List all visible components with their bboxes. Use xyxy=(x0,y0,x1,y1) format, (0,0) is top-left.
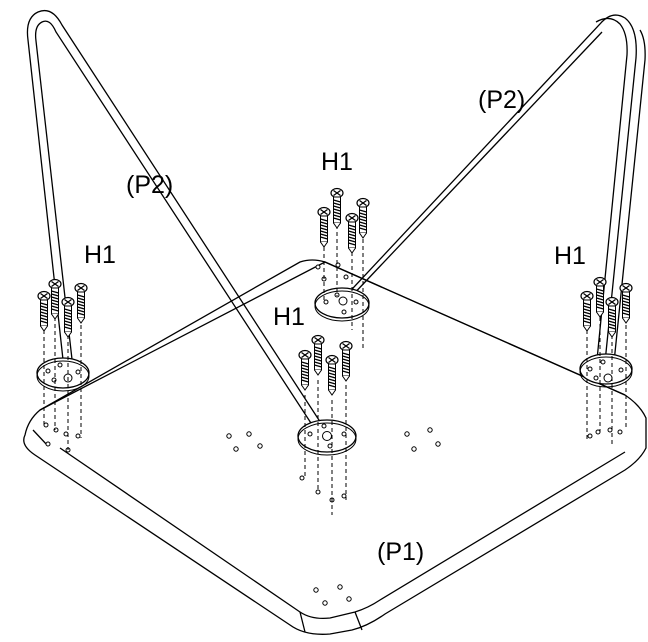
screws-left xyxy=(37,278,88,338)
label-leg-right-p2: (P2) xyxy=(478,86,526,114)
label-tabletop-p1: (P1) xyxy=(377,538,425,566)
leg-right xyxy=(339,14,646,373)
mounting-plate-back xyxy=(314,287,370,322)
mounting-plate-left xyxy=(36,357,90,392)
mounting-plate-center xyxy=(297,419,357,456)
screws-back xyxy=(317,187,370,254)
label-leg-left-p2: (P2) xyxy=(126,171,174,199)
label-hardware-left-h1: H1 xyxy=(84,241,116,269)
label-hardware-center-h1: H1 xyxy=(273,303,305,331)
label-hardware-right-h1: H1 xyxy=(554,242,586,270)
tabletop-holes xyxy=(43,262,623,606)
leg-left xyxy=(26,9,331,441)
guide-lines xyxy=(43,225,627,515)
label-hardware-back-h1: H1 xyxy=(321,148,353,176)
screws-right xyxy=(580,276,633,338)
mounting-plate-right xyxy=(579,353,633,388)
